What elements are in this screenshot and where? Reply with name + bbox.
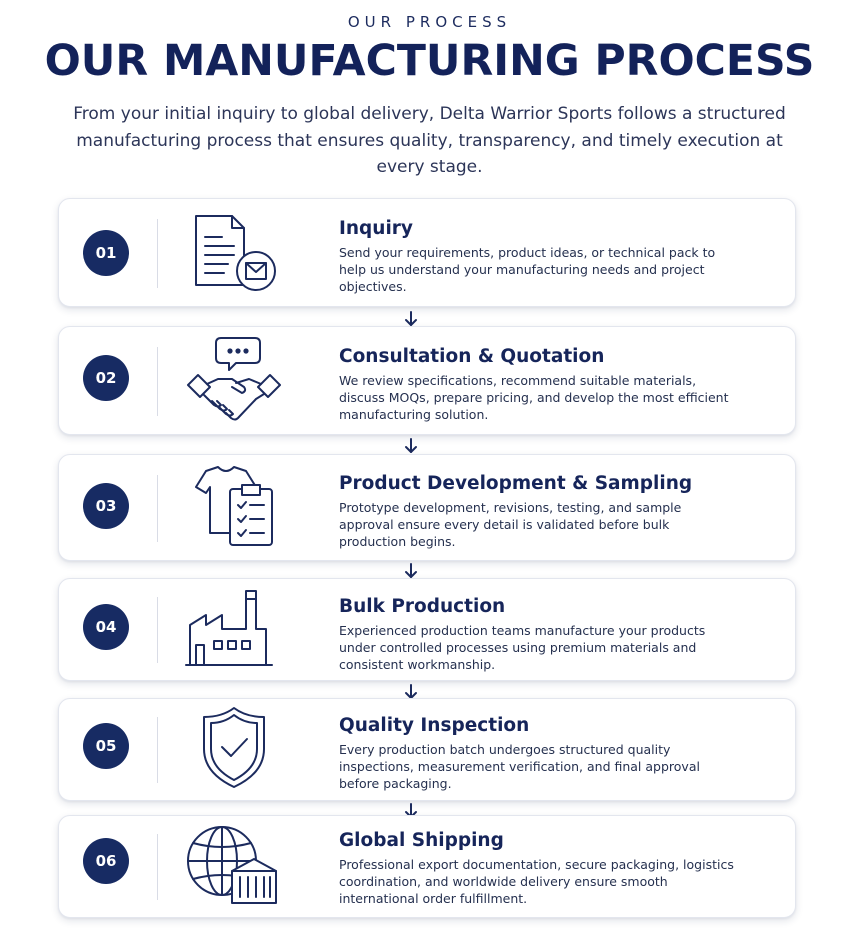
step-title: Global Shipping	[339, 830, 504, 851]
step-text: Product Development & Sampling Prototype…	[339, 472, 739, 550]
step-card-bulk-production: 04 Bulk Production Experienced productio…	[58, 578, 796, 681]
arrow-down-icon	[404, 563, 418, 579]
card-divider	[157, 475, 158, 542]
globe-container-icon	[184, 821, 284, 909]
step-card-global-shipping: 06 Global Shipping Professional export d…	[58, 815, 796, 918]
shield-check-icon	[184, 705, 284, 793]
step-description: Experienced production teams manufacture…	[339, 623, 706, 672]
step-number-badge: 03	[83, 483, 129, 529]
handshake-chat-icon	[184, 335, 284, 423]
step-description: Prototype development, revisions, testin…	[339, 500, 682, 549]
card-divider	[157, 347, 158, 416]
page-title: OUR MANUFACTURING PROCESS	[44, 36, 815, 86]
card-divider	[157, 717, 158, 783]
step-number-badge: 05	[83, 723, 129, 769]
step-number-badge: 01	[83, 230, 129, 276]
document-mail-icon	[184, 211, 284, 299]
step-card-quality-inspection: 05 Quality Inspection Every production b…	[58, 698, 796, 801]
step-card-development: 03 Product Development & Sampling Protot…	[58, 454, 796, 561]
step-title: Consultation & Quotation	[339, 346, 605, 367]
step-text: Global Shipping Professional export docu…	[339, 829, 739, 907]
arrow-down-icon	[404, 311, 418, 327]
card-divider	[157, 834, 158, 900]
step-text: Quality Inspection Every production batc…	[339, 714, 739, 792]
eyebrow-label: OUR PROCESS	[347, 13, 512, 31]
step-description: Every production batch undergoes structu…	[339, 742, 700, 791]
tshirt-clipboard-icon	[184, 463, 284, 551]
step-title: Bulk Production	[339, 596, 506, 617]
step-title: Inquiry	[339, 218, 413, 239]
card-divider	[157, 219, 158, 288]
intro-paragraph: From your initial inquiry to global deli…	[73, 104, 786, 177]
step-card-consultation: 02 Consultation & Quotation We review sp…	[58, 326, 796, 435]
step-title: Product Development & Sampling	[339, 473, 693, 494]
step-description: Professional export documentation, secur…	[339, 857, 734, 906]
step-text: Inquiry Send your requirements, product …	[339, 217, 739, 295]
step-text: Consultation & Quotation We review speci…	[339, 345, 739, 423]
step-number-badge: 06	[83, 838, 129, 884]
step-card-inquiry: 01 Inquiry Send your requirements, produ…	[58, 198, 796, 307]
card-divider	[157, 597, 158, 663]
step-description: Send your requirements, product ideas, o…	[339, 245, 716, 294]
step-number-badge: 04	[83, 604, 129, 650]
step-description: We review specifications, recommend suit…	[339, 373, 729, 422]
step-number-badge: 02	[83, 355, 129, 401]
step-title: Quality Inspection	[339, 715, 530, 736]
arrow-down-icon	[404, 438, 418, 454]
step-text: Bulk Production Experienced production t…	[339, 595, 739, 673]
factory-icon	[184, 585, 284, 673]
